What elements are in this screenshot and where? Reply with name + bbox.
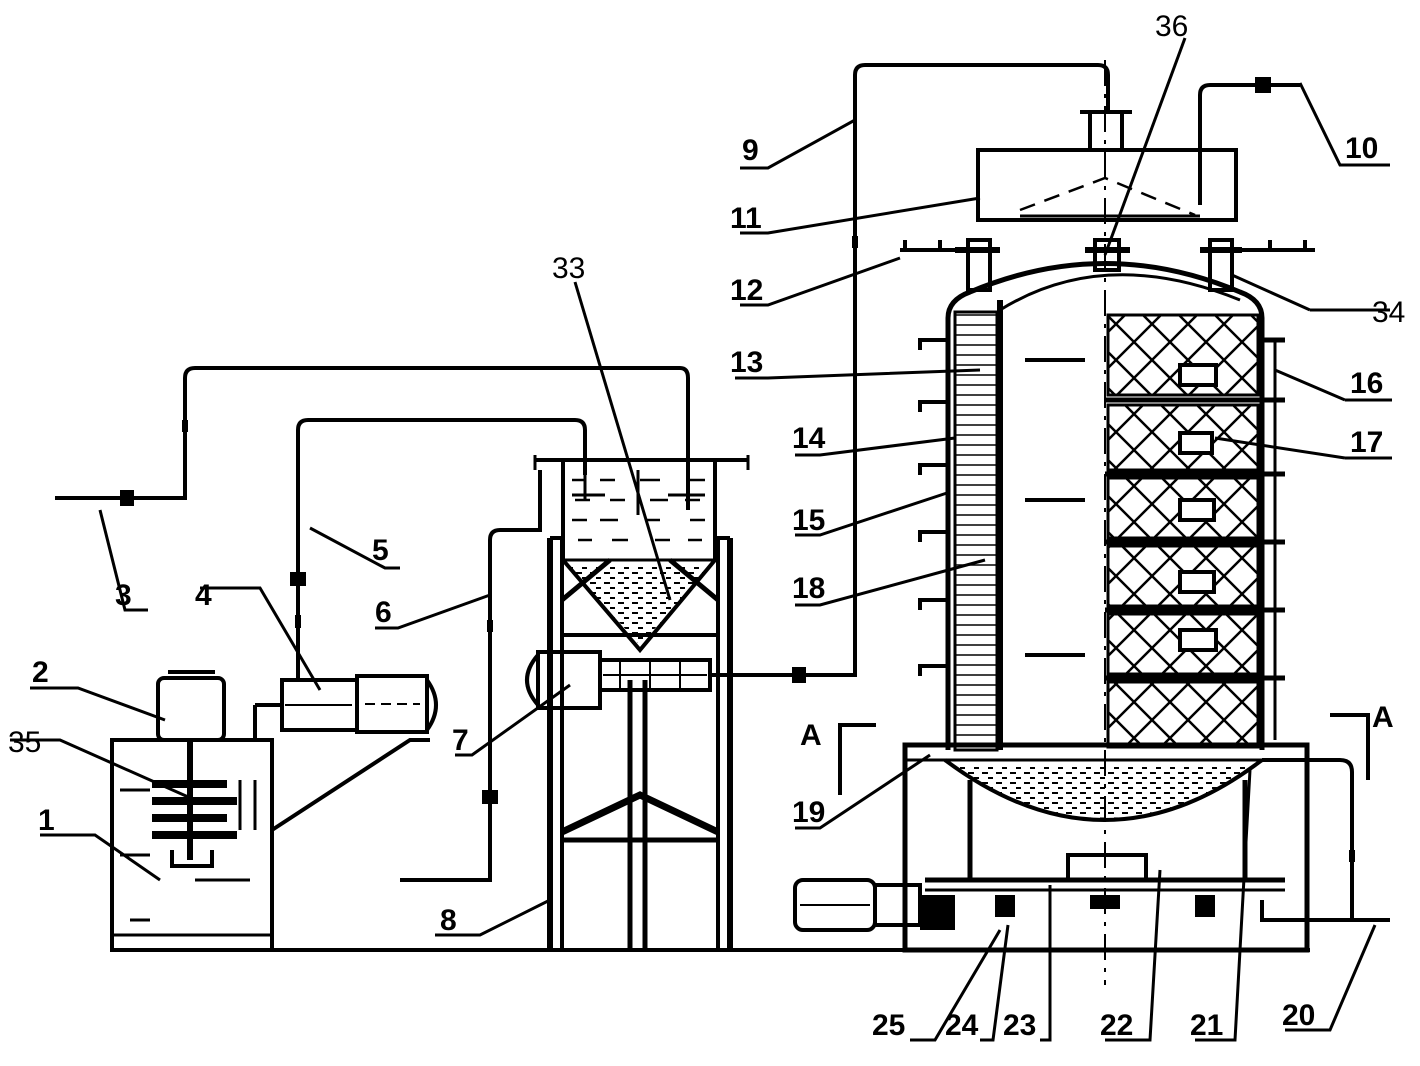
label-14: 14 — [792, 422, 826, 455]
feed-pump — [280, 674, 438, 734]
label-17: 17 — [1350, 426, 1383, 459]
label-16: 16 — [1350, 367, 1383, 400]
leader-lines — [10, 37, 1392, 1042]
label-24: 24 — [945, 1009, 979, 1042]
overflow-pipe — [400, 470, 542, 882]
label-15: 15 — [792, 504, 825, 537]
label-5: 5 — [372, 534, 389, 567]
label-7: 7 — [452, 724, 469, 757]
label-3: 3 — [115, 579, 132, 612]
label-35: 35 — [8, 726, 41, 759]
label-18: 18 — [792, 572, 825, 605]
label-25: 25 — [872, 1009, 905, 1042]
label-34: 34 — [1372, 296, 1405, 329]
reactor-column — [918, 60, 1285, 985]
label-19: 19 — [792, 796, 825, 829]
label-36: 36 — [1155, 10, 1188, 43]
gas-outlet-pipe — [1198, 83, 1300, 205]
section-mark: A A — [800, 701, 1394, 795]
riser-pipe — [710, 63, 1110, 677]
label-1: 1 — [38, 804, 55, 837]
section-label-right: A — [1372, 701, 1394, 734]
support-frame — [547, 536, 733, 950]
label-33: 33 — [552, 252, 585, 285]
label-4: 4 — [195, 579, 212, 612]
label-13: 13 — [730, 346, 763, 379]
settling-hopper — [533, 455, 750, 654]
label-8: 8 — [440, 904, 457, 937]
pump-discharge-pipe — [296, 418, 587, 680]
label-2: 2 — [32, 656, 49, 689]
label-9: 9 — [742, 134, 759, 167]
label-20: 20 — [1282, 999, 1315, 1032]
top-distributor — [976, 110, 1238, 222]
label-22: 22 — [1100, 1009, 1133, 1042]
label-23: 23 — [1003, 1009, 1036, 1042]
section-label-left: A — [800, 719, 822, 752]
agitator-motor — [156, 670, 226, 742]
label-10: 10 — [1345, 132, 1378, 165]
callout-labels: 1 2 3 4 5 6 7 8 9 10 11 12 13 14 15 16 1… — [8, 10, 1405, 1042]
transfer-pump — [525, 650, 712, 710]
label-11: 11 — [730, 202, 762, 235]
label-12: 12 — [730, 274, 763, 307]
agitator — [152, 740, 257, 868]
label-21: 21 — [1190, 1009, 1223, 1042]
label-6: 6 — [375, 596, 392, 629]
inlet-pipe — [55, 366, 690, 510]
packing-layers — [1105, 313, 1285, 749]
base-chamber — [793, 742, 1390, 953]
